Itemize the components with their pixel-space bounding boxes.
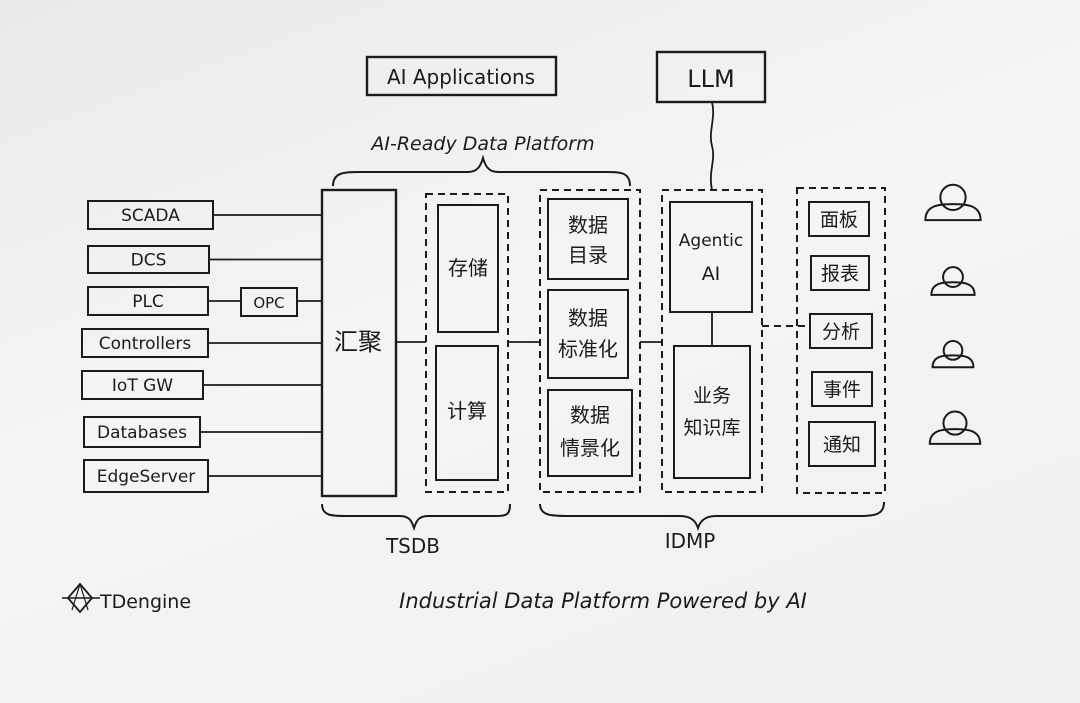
idmp-label: IDMP	[665, 529, 716, 553]
source-label: IoT GW	[112, 376, 173, 396]
llm-connector	[709, 101, 715, 191]
knowledge-line-1: 业务	[693, 385, 731, 407]
opc-box: OPC	[240, 287, 298, 317]
platform-brace	[332, 154, 631, 187]
source-label: DCS	[131, 251, 167, 271]
source-label: EdgeServer	[97, 467, 196, 487]
agentic-ai-box: Agentic AI	[669, 201, 753, 313]
output-box: 通知	[808, 421, 876, 467]
output-label: 面板	[820, 209, 858, 231]
footer-title: Industrial Data Platform Powered by AI	[399, 589, 807, 613]
user-icons	[924, 183, 982, 445]
ai-applications-label: AI Applications	[387, 65, 535, 89]
data-contextualize-box: 数据 情景化	[547, 389, 633, 477]
tdengine-logo: TDengine	[62, 582, 191, 614]
storage-box: 存储	[437, 204, 499, 333]
ai-applications-box: AI Applications	[365, 55, 558, 97]
compute-box: 计算	[435, 345, 499, 481]
tsdb-brace	[321, 503, 511, 532]
knowledge-line-2: 知识库	[683, 417, 740, 439]
tsdb-label: TSDB	[385, 534, 440, 558]
standardize-line-1: 数据	[568, 306, 608, 330]
ai-group	[661, 189, 763, 493]
source-databases: Databases	[83, 416, 322, 448]
output-box: 面板	[808, 201, 870, 237]
llm-box: LLM	[655, 50, 767, 104]
output-box: 事件	[811, 371, 873, 407]
user-icon	[928, 410, 982, 445]
data-mgmt-group	[539, 189, 641, 493]
output-label: 通知	[823, 434, 861, 456]
contextualize-line-2: 情景化	[560, 436, 620, 460]
knowledge-base-box: 业务 知识库	[673, 345, 751, 479]
standardize-line-2: 标准化	[558, 337, 618, 361]
source-edgeserver: EdgeServer	[83, 459, 322, 493]
output-box: 分析	[809, 313, 873, 349]
outputs-group	[796, 187, 886, 494]
output-box: 报表	[810, 255, 870, 291]
source-label: Databases	[97, 423, 187, 443]
source-iot-gw: IoT GW	[81, 370, 322, 400]
catalog-line-2: 目录	[568, 243, 608, 267]
user-icon	[924, 183, 982, 222]
source-label: PLC	[132, 292, 164, 312]
output-label: 报表	[821, 263, 859, 285]
source-label: Controllers	[99, 334, 192, 354]
compute-label: 计算	[447, 399, 487, 423]
output-label: 事件	[823, 379, 861, 401]
tsdb-group	[425, 193, 509, 493]
tdengine-wordmark: TDengine	[99, 591, 191, 613]
agentic-line-1: Agentic	[679, 231, 743, 251]
agentic-line-2: AI	[702, 263, 721, 285]
data-catalog-box: 数据 目录	[547, 198, 629, 280]
idmp-brace	[539, 501, 885, 532]
output-label: 分析	[822, 321, 860, 343]
llm-label: LLM	[687, 65, 734, 93]
source-dcs: DCS	[87, 245, 322, 274]
platform-label: AI-Ready Data Platform	[369, 133, 594, 155]
source-scada: SCADA	[87, 200, 322, 230]
user-icon	[930, 266, 976, 296]
opc-label: OPC	[253, 294, 284, 312]
source-controllers: Controllers	[81, 328, 322, 358]
source-plc: PLC	[87, 286, 322, 316]
contextualize-line-1: 数据	[570, 403, 610, 427]
storage-label: 存储	[448, 256, 488, 280]
user-icon	[931, 340, 975, 369]
data-standardize-box: 数据 标准化	[547, 289, 629, 379]
catalog-line-1: 数据	[568, 213, 608, 237]
aggregate-label: 汇聚	[334, 328, 382, 356]
source-label: SCADA	[121, 206, 180, 226]
tdengine-logo-icon	[62, 582, 100, 614]
aggregate-box: 汇聚	[320, 188, 398, 498]
